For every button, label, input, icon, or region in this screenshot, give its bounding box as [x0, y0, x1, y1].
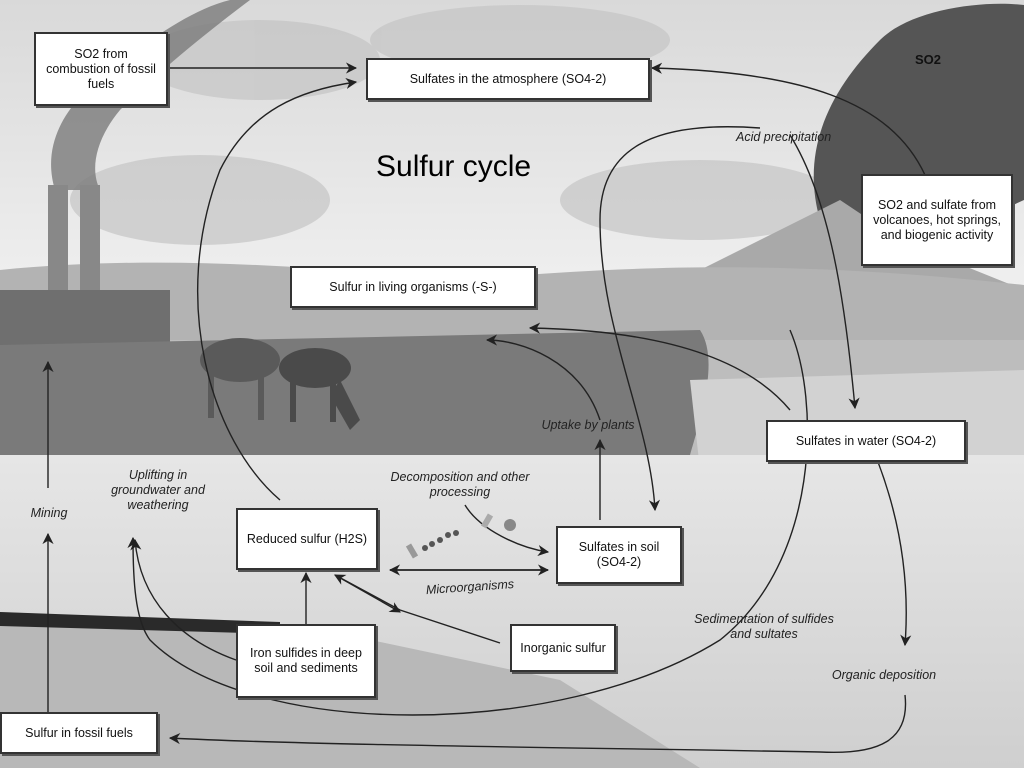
mining-label: Mining — [30, 506, 68, 520]
microorganisms-illustration — [405, 513, 516, 559]
iron-sulfides-box: Iron sulfides in deep soil and sediments — [236, 624, 376, 698]
cycle-arrows — [42, 62, 926, 754]
inorganic-sulfur-box: Inorganic sulfur — [510, 624, 616, 672]
diagram-title: Sulfur cycle — [376, 150, 532, 183]
sulfates-soil-text: Sulfates in soil (SO4-2) — [578, 540, 660, 569]
iron-sulfides-text: Iron sulfides in deep soil and sediments — [250, 646, 362, 675]
horses-illustration — [200, 338, 360, 430]
inorganic-sulfur-text: Inorganic sulfur — [520, 640, 606, 655]
sedimentation-label: Sedimentation of sulfides and sultates — [694, 612, 834, 641]
fossil-fuels-box: Sulfur in fossil fuels — [0, 712, 158, 754]
so2-fossil-fuels-box: SO2 from combustion of fossil fuels — [34, 32, 168, 106]
factory — [0, 185, 170, 350]
reduced-sulfur-box: Reduced sulfur (H2S) — [236, 508, 378, 570]
sulfates-atmosphere-box: Sulfates in the atmosphere (SO4-2) — [366, 58, 650, 100]
grass-field — [0, 330, 709, 455]
acid-precipitation-label: Acid precipitation — [736, 130, 832, 144]
volcano-sulfate-box: SO2 and sulfate from volcanoes, hot spri… — [861, 174, 1013, 266]
sulfates-water-box: Sulfates in water (SO4-2) — [766, 420, 966, 462]
fossil-fuels-text: Sulfur in fossil fuels — [25, 725, 133, 740]
so2-fossil-fuels-text: SO2 from combustion of fossil fuels — [46, 46, 156, 91]
decomposition-label: Decomposition and other processing — [390, 470, 530, 499]
sulfates-soil-box: Sulfates in soil (SO4-2) — [556, 526, 682, 584]
sulfates-atmosphere-text: Sulfates in the atmosphere (SO4-2) — [409, 71, 607, 86]
living-organisms-box: Sulfur in living organisms (-S-) — [290, 266, 536, 308]
volcano-sulfate-text: SO2 and sulfate from volcanoes, hot spri… — [873, 197, 1001, 242]
living-organisms-text: Sulfur in living organisms (-S-) — [329, 279, 497, 294]
volcano-smoke-label: SO2 — [915, 52, 942, 67]
uptake-by-plants-label: Uptake by plants — [541, 418, 635, 432]
dark-rock-layer — [0, 612, 280, 634]
uplifting-label: Uplifting in groundwater and weathering — [111, 468, 205, 512]
clouds — [70, 5, 840, 245]
organic-deposition-label: Organic deposition — [831, 668, 937, 682]
reduced-sulfur-text: Reduced sulfur (H2S) — [246, 531, 368, 546]
sulfates-water-text: Sulfates in water (SO4-2) — [795, 433, 937, 448]
inorganic-arrow-reverse — [334, 574, 401, 613]
